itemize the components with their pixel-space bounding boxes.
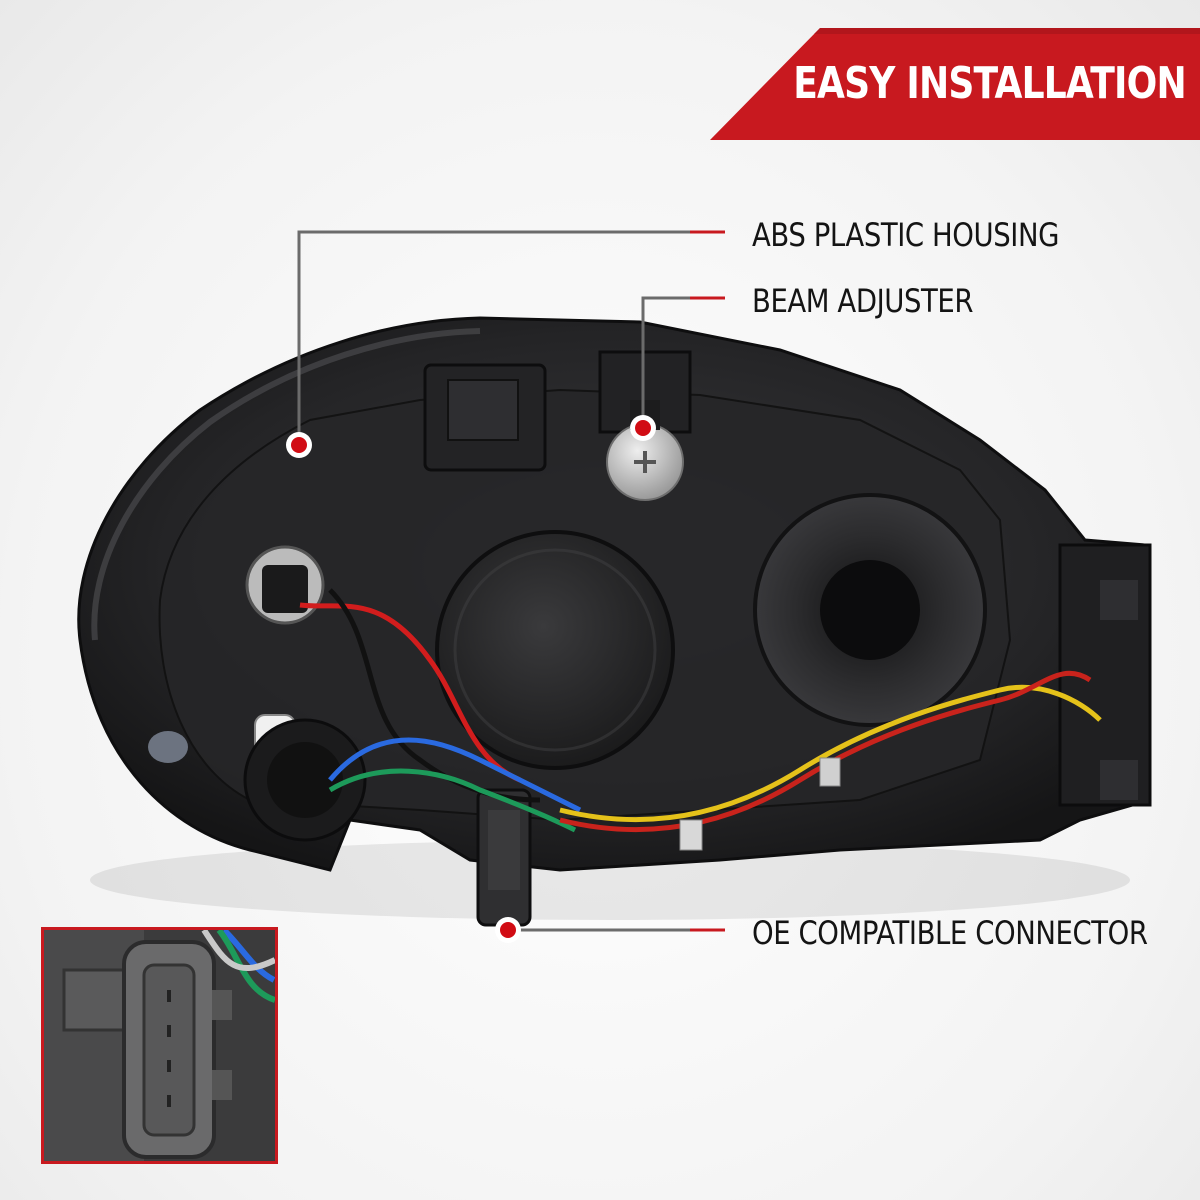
connector-callout-dot — [495, 917, 521, 943]
callout-beam-adjuster: BEAM ADJUSTER — [752, 282, 974, 320]
callout-oe-compatible-connector: OE COMPATIBLE CONNECTOR — [752, 914, 1148, 952]
housing-callout-dot — [286, 432, 312, 458]
easy-installation-banner: EASY INSTALLATION — [710, 28, 1200, 140]
callout-abs-plastic-housing: ABS PLASTIC HOUSING — [752, 216, 1060, 254]
banner-title: EASY INSTALLATION — [793, 58, 1186, 109]
adjuster-callout-dot — [630, 415, 656, 441]
connector-closeup-image — [44, 930, 275, 1161]
connector-closeup-inset — [41, 927, 278, 1164]
